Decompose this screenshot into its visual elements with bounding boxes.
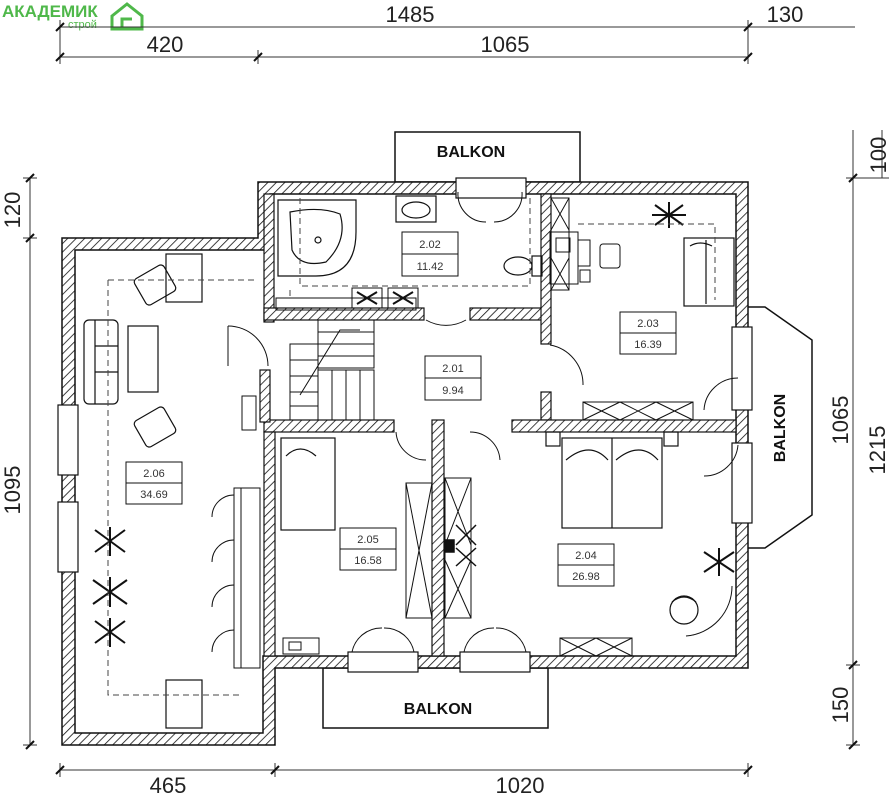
bath-shelf <box>275 287 419 311</box>
dim-right-bottom: 150 <box>828 687 853 724</box>
bathtub-icon <box>277 199 357 277</box>
bed-icon <box>683 237 735 307</box>
company-logo: АКАДЕМИК строй <box>2 2 144 31</box>
armchair-icon <box>669 595 699 625</box>
dim-right-top: 100 <box>866 137 891 174</box>
plant-icon <box>703 548 735 576</box>
sofa-icon <box>83 319 159 405</box>
plant-icon <box>356 291 414 305</box>
room-label-2-06: 2.06 34.69 <box>125 461 183 505</box>
toilet-icon <box>503 255 543 277</box>
dim-top-extra: 130 <box>767 2 804 27</box>
dim-top-right: 1065 <box>481 32 530 57</box>
wardrobe-icon <box>550 197 694 421</box>
room-area: 11.42 <box>417 261 444 273</box>
wardrobe-icon <box>211 487 261 669</box>
dim-right-total: 1215 <box>865 426 890 475</box>
balcony-top: BALKON <box>394 131 581 183</box>
plant-icon <box>445 524 477 567</box>
dim-right-mid: 1065 <box>828 396 853 445</box>
room-number: 2.01 <box>442 363 463 375</box>
balcony-right: BALKON <box>748 306 813 549</box>
attic-outline <box>107 198 716 696</box>
windows <box>57 177 753 729</box>
dim-bottom-right: 1020 <box>496 773 545 798</box>
balcony-bottom-label: BALKON <box>404 701 472 718</box>
desk-icon <box>282 637 320 655</box>
dim-top-total: 1485 <box>386 2 435 27</box>
room-area: 16.39 <box>634 339 662 351</box>
room-number: 2.06 <box>143 468 164 480</box>
plant-icon <box>92 527 128 647</box>
furniture-radiator <box>241 395 257 431</box>
dim-bottom-left: 465 <box>150 773 187 798</box>
balcony-right-label: BALKON <box>772 394 789 462</box>
room-number: 2.04 <box>575 550 596 562</box>
room-label-2-02: 2.02 11.42 <box>401 231 459 277</box>
house-logo-icon <box>110 2 144 31</box>
room-number: 2.05 <box>357 534 378 546</box>
room-label-2-01: 2.01 9.94 <box>424 355 482 401</box>
staircase-icon <box>289 319 375 421</box>
room-label-2-03: 2.03 16.39 <box>619 311 677 355</box>
balcony-top-label: BALKON <box>437 144 505 161</box>
wardrobe-icon <box>559 637 633 657</box>
bed-icon <box>280 437 336 531</box>
room-area: 34.69 <box>140 489 168 501</box>
balcony-bottom: BALKON <box>322 667 549 729</box>
logo-subtitle: строй <box>68 19 97 31</box>
room-label-2-04: 2.04 26.98 <box>557 543 615 587</box>
room-label-2-05: 2.05 16.58 <box>339 527 397 571</box>
room-number: 2.02 <box>419 239 440 251</box>
sink-icon <box>395 195 437 223</box>
door-swings <box>227 191 739 653</box>
dim-left-main: 1095 <box>0 466 25 515</box>
armchair-icon <box>133 264 177 448</box>
dim-top-left: 420 <box>147 32 184 57</box>
interior-walls <box>259 193 737 657</box>
room-number: 2.03 <box>637 318 658 330</box>
room-area: 16.58 <box>354 555 382 567</box>
room-area: 26.98 <box>572 571 600 583</box>
dim-left-top: 120 <box>0 192 25 229</box>
dimension-ticks <box>25 22 858 775</box>
desk-icon <box>549 231 621 285</box>
room-area: 9.94 <box>442 385 463 397</box>
logo-name: АКАДЕМИК <box>2 2 98 21</box>
bed-icon <box>545 431 679 529</box>
